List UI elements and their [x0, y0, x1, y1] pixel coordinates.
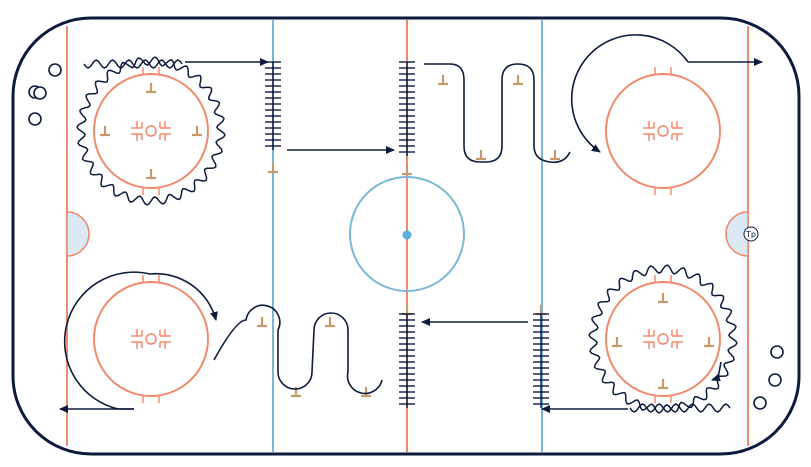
- cone-icon: [438, 75, 448, 86]
- path-bottom-right-arrow: [711, 361, 722, 382]
- ladder-top-left: [265, 61, 281, 150]
- wavy-skating-loops: [76, 56, 738, 414]
- hash-ladders: [265, 61, 549, 408]
- tp-marker-label: Tp: [745, 230, 756, 239]
- path-bottom-left-circle: [63, 271, 218, 410]
- cone-icon: [192, 126, 202, 137]
- cone-icon: [402, 165, 412, 176]
- cone-icon: [325, 317, 335, 328]
- faceoff-circles: [93, 67, 721, 403]
- cone-icon: [268, 163, 278, 174]
- wavy-loop-bottom-right: [588, 264, 738, 414]
- cone-icon: [100, 126, 110, 137]
- ladder-top-center: [399, 61, 415, 156]
- tp-marker-circle: [743, 226, 759, 242]
- goal-crease-left: [66, 211, 90, 257]
- puck-icon: [33, 86, 47, 100]
- cone-icon: [704, 337, 714, 348]
- cone-icon: [513, 75, 523, 86]
- wavy-tail-bottom-right: [629, 403, 731, 413]
- wavy-tail-top-left: [83, 59, 183, 69]
- faceoff-circle: [93, 67, 209, 195]
- puck-icon: [28, 112, 42, 126]
- cone-icon: [612, 337, 622, 348]
- cone-icon: [658, 293, 668, 304]
- path-top-right-circle: [570, 34, 689, 153]
- path-top-serpentine: [424, 63, 571, 164]
- goal-crease-right: [725, 211, 749, 257]
- skater-paths: [59, 34, 763, 413]
- cone-icon: [361, 387, 371, 398]
- puck-icon: [48, 63, 62, 77]
- cone-icon: [476, 150, 486, 161]
- faceoff-circle: [605, 67, 721, 195]
- cone-icon: [146, 169, 156, 180]
- ladder-bottom-right: [533, 313, 549, 408]
- puck-icon: [768, 373, 782, 387]
- wavy-loop-top-left: [76, 56, 226, 206]
- puck-icon: [753, 396, 767, 410]
- cones: [100, 75, 714, 398]
- path-bottom-serpentine: [213, 304, 383, 395]
- center-circle: [349, 176, 465, 292]
- ladder-bottom-center: [399, 313, 415, 408]
- center-dot: [402, 230, 412, 240]
- faceoff-circle: [605, 275, 721, 403]
- cone-icon: [257, 317, 267, 328]
- faceoff-circle: [93, 275, 209, 403]
- puck-icon: [770, 345, 784, 359]
- pucks: [28, 63, 784, 410]
- cone-icon: [550, 150, 560, 161]
- cone-icon: [658, 379, 668, 390]
- cone-icon: [146, 83, 156, 94]
